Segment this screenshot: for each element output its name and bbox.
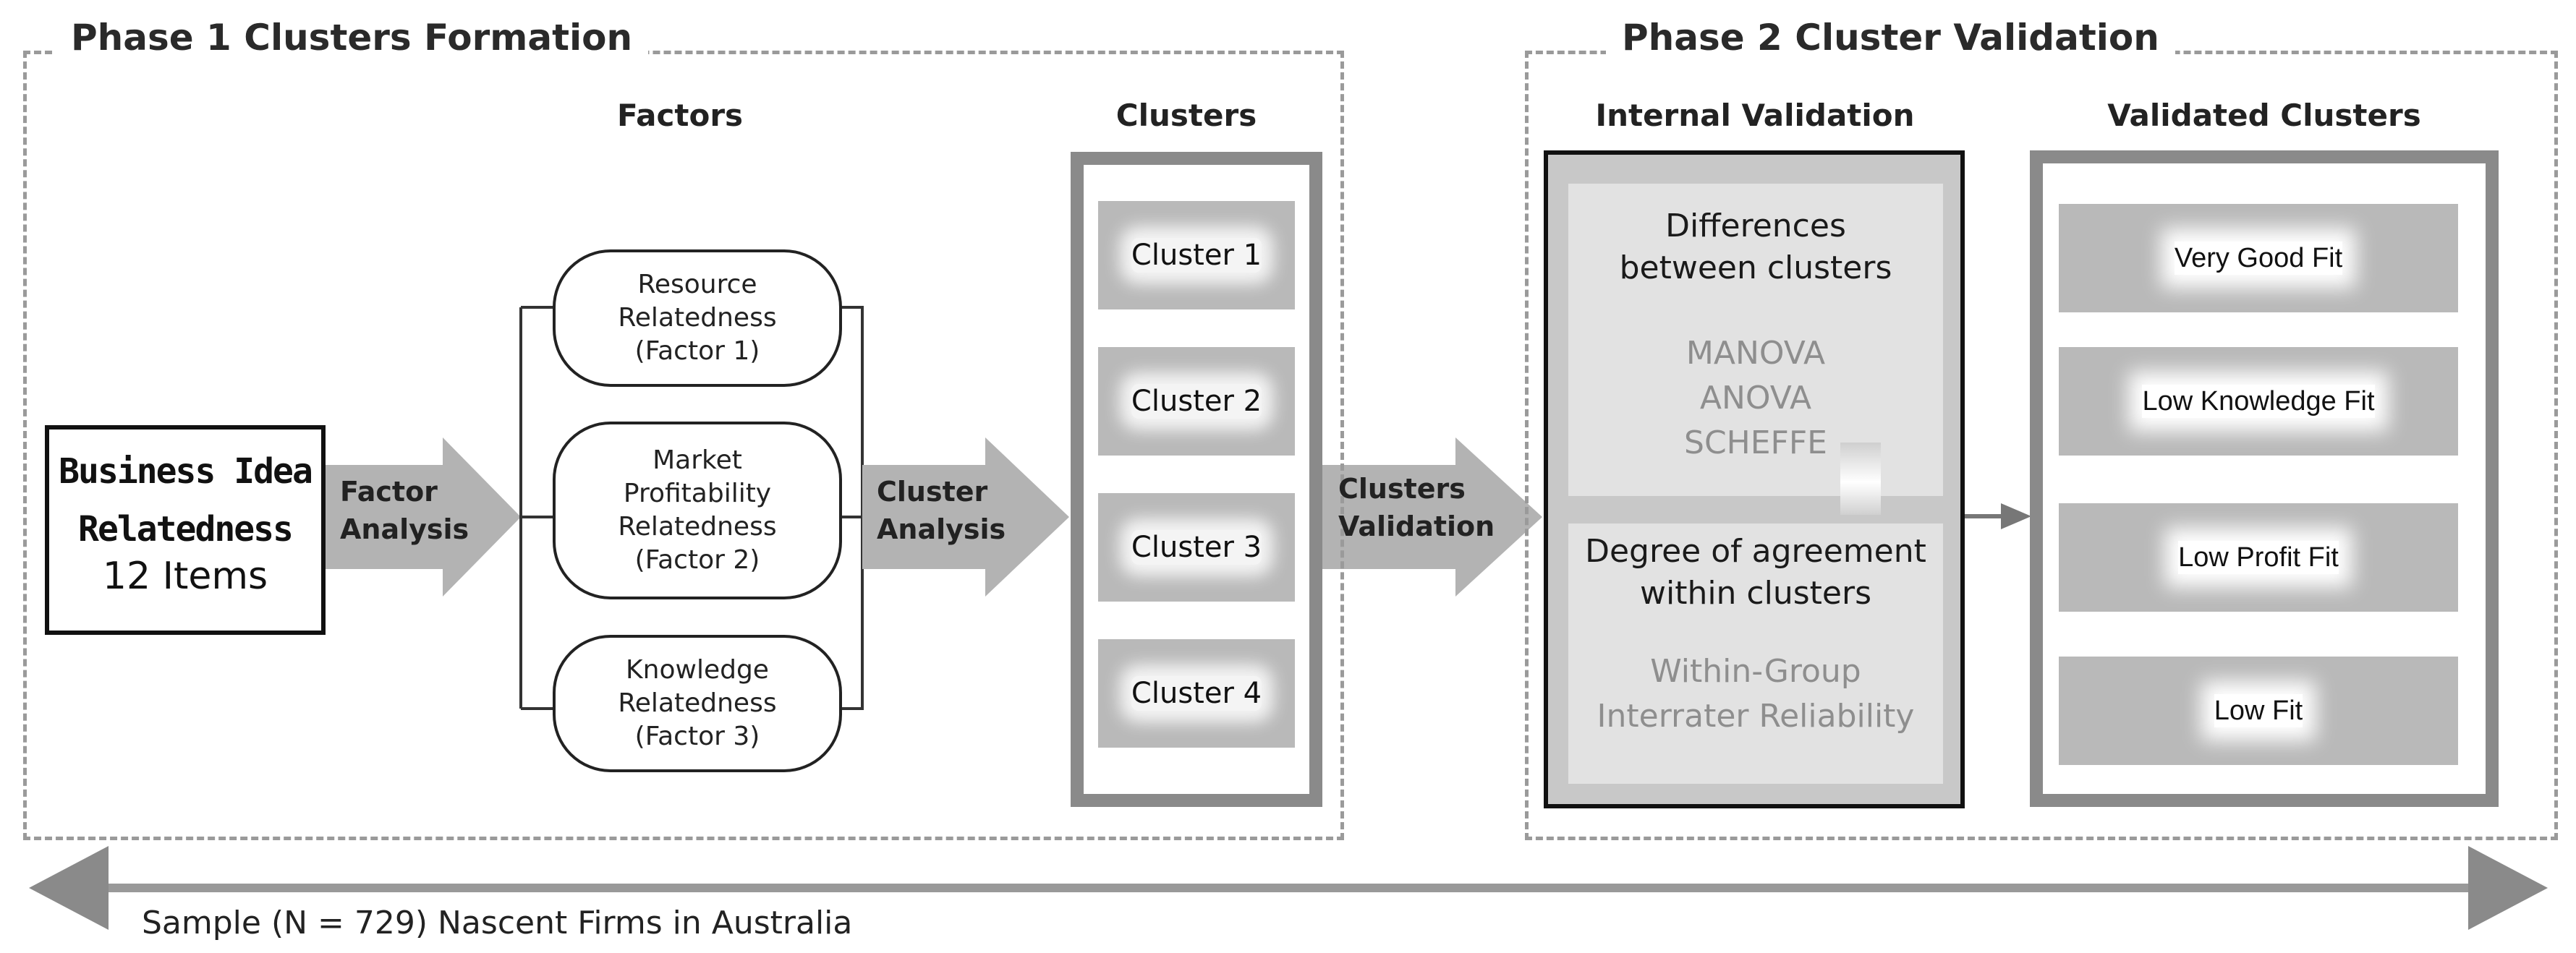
validated-cluster-item: Low Knowledge Fit — [2059, 347, 2458, 456]
validated-clusters-heading: Validated Clusters — [2107, 98, 2421, 133]
phase1-box — [23, 51, 1344, 840]
internal-validation-heading: Internal Validation — [1595, 98, 1915, 133]
agreement-heading-line2: within clusters — [1639, 575, 1871, 612]
sample-label: Sample (N = 729) Nascent Firms in Austra… — [142, 905, 853, 941]
clusters-validation-label: Clusters Validation — [1338, 470, 1495, 545]
cluster-item-label: Cluster 4 — [1131, 676, 1262, 711]
cluster-analysis-label-line2: Analysis — [877, 513, 1006, 545]
factor-market-profitability: Market Profitability Relatedness (Factor… — [553, 422, 842, 599]
differences-heading-line1: Differences — [1665, 208, 1846, 244]
cluster-item-label: Cluster 3 — [1131, 530, 1262, 565]
phase1-title: Phase 1 Clusters Formation — [55, 16, 649, 59]
cluster-item: Cluster 3 — [1098, 493, 1295, 602]
factor-knowledge-relatedness: Knowledge Relatedness (Factor 3) — [553, 635, 842, 772]
sample-arrow-left-head — [29, 846, 109, 930]
validated-cluster-label: Low Fit — [2214, 694, 2303, 727]
clusters-heading: Clusters — [1115, 98, 1257, 133]
clusters-validation-label-line1: Clusters — [1338, 473, 1466, 505]
validated-cluster-label: Low Profit Fit — [2178, 541, 2339, 574]
clusters-validation-label-line2: Validation — [1338, 510, 1495, 542]
cluster-analysis-label-line1: Cluster — [877, 476, 988, 508]
business-idea-title-line1: Business Idea — [59, 451, 313, 492]
factors-left-bracket — [519, 306, 558, 710]
factor3-line3: (Factor 3) — [634, 722, 760, 751]
factor1-line3: (Factor 1) — [634, 336, 760, 366]
cluster-item-label: Cluster 2 — [1131, 384, 1262, 419]
method-interrater-reliability: Interrater Reliability — [1597, 698, 1915, 735]
business-idea-box: Business Idea Relatedness 12 Items — [45, 425, 326, 635]
factor2-line1: Market — [652, 445, 742, 475]
method-within-group: Within-Group — [1650, 653, 1861, 690]
validated-cluster-item: Low Fit — [2059, 657, 2458, 765]
factor2-line3: Relatedness — [618, 512, 777, 542]
factor1-line1: Resource — [637, 270, 757, 299]
factor3-line1: Knowledge — [626, 655, 769, 685]
cluster-item-label: Cluster 1 — [1131, 238, 1262, 273]
factor2-line2: Profitability — [623, 479, 772, 508]
differences-panel: Differences between clusters MANOVA ANOV… — [1568, 184, 1943, 496]
to-validated-arrowhead — [2001, 503, 2031, 529]
factor3-line2: Relatedness — [618, 688, 777, 718]
factors-heading: Factors — [616, 98, 744, 133]
scheffe-gradient-mark — [1840, 443, 1881, 515]
factor-analysis-label-line2: Analysis — [340, 513, 469, 545]
factor-analysis-arrow — [324, 437, 521, 597]
agreement-panel: Degree of agreement within clusters With… — [1568, 523, 1943, 784]
factor-analysis-label-line1: Factor — [340, 476, 438, 508]
method-scheffe: SCHEFFE — [1684, 424, 1827, 461]
differences-heading-line2: between clusters — [1619, 249, 1892, 286]
factor1-line2: Relatedness — [618, 303, 777, 333]
validated-cluster-label: Very Good Fit — [2174, 242, 2343, 275]
clusters-validation-arrow — [1322, 437, 1542, 597]
phase2-title: Phase 2 Cluster Validation — [1606, 16, 2175, 59]
cluster-item: Cluster 4 — [1098, 639, 1295, 748]
factor2-line4: (Factor 2) — [634, 545, 760, 575]
factor-analysis-label: Factor Analysis — [340, 473, 469, 548]
validated-cluster-item: Very Good Fit — [2059, 204, 2458, 312]
factor-resource-relatedness: Resource Relatedness (Factor 1) — [553, 249, 842, 387]
business-idea-title-line2: Relatedness — [78, 509, 294, 550]
validated-cluster-item: Low Profit Fit — [2059, 503, 2458, 612]
agreement-heading-line1: Degree of agreement — [1585, 533, 1926, 570]
sample-arrow-right-head — [2468, 846, 2548, 930]
cluster-item: Cluster 1 — [1098, 201, 1295, 309]
method-anova: ANOVA — [1699, 380, 1812, 416]
cluster-analysis-arrow — [862, 437, 1069, 597]
cluster-analysis-label: Cluster Analysis — [877, 473, 1006, 548]
validated-cluster-label: Low Knowledge Fit — [2142, 385, 2375, 418]
business-idea-subtitle: 12 Items — [102, 555, 268, 598]
method-manova: MANOVA — [1686, 335, 1826, 372]
cluster-item: Cluster 2 — [1098, 347, 1295, 456]
